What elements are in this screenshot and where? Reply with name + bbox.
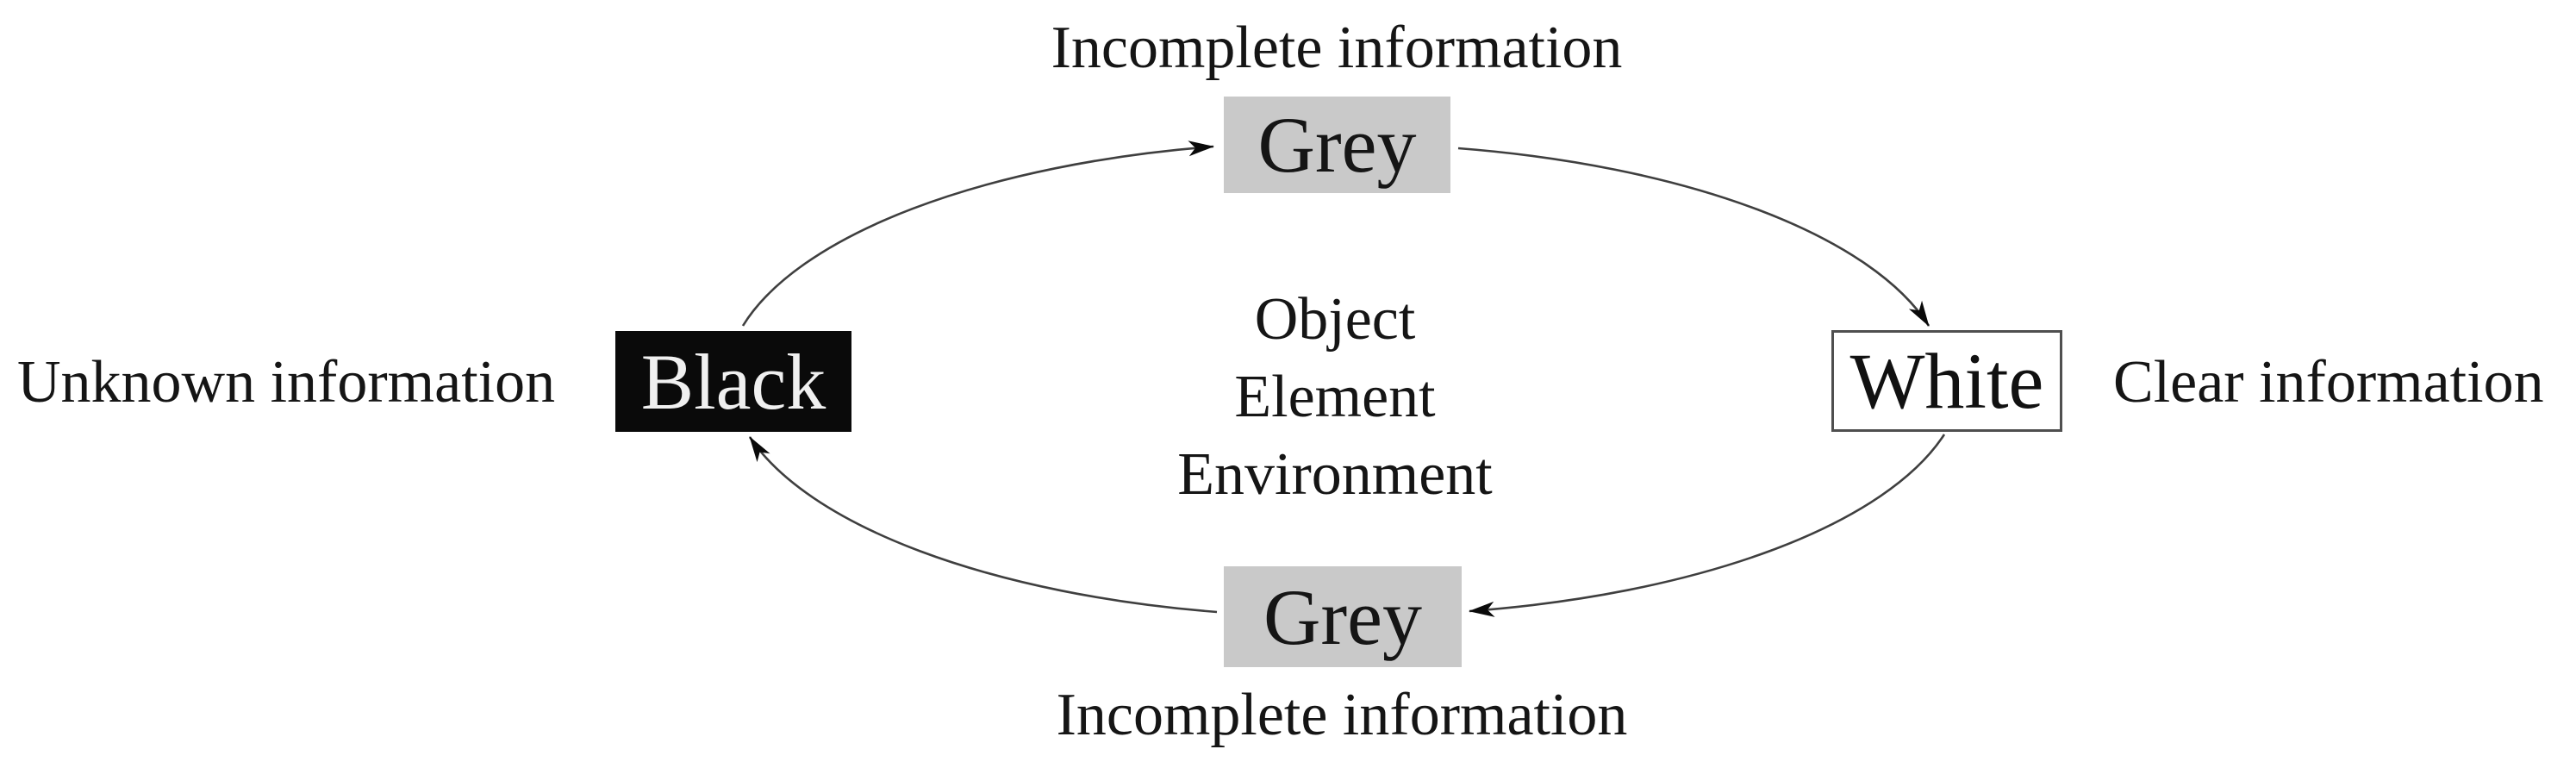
arc-white-to-grey-bottom <box>1469 434 1946 617</box>
node-white: White <box>1831 330 2062 432</box>
annotation-incomplete-information-bottom: Incomplete information <box>1056 682 1628 748</box>
node-grey-bottom: Grey <box>1224 566 1462 667</box>
center-line-environment: Environment <box>1177 441 1493 508</box>
node-black: Black <box>615 331 851 432</box>
annotation-clear-information: Clear information <box>2113 349 2544 415</box>
arc-grey-bottom-to-black <box>748 436 1218 614</box>
node-grey-top: Grey <box>1224 97 1450 193</box>
center-line-object: Object <box>1254 286 1416 353</box>
annotation-incomplete-information-top: Incomplete information <box>1051 15 1623 81</box>
arc-black-to-grey-top <box>741 140 1214 327</box>
center-line-element: Element <box>1234 364 1436 430</box>
center-scope-text: Object Element Environment <box>1177 281 1492 514</box>
arc-grey-top-to-white <box>1457 147 1930 327</box>
annotation-unknown-information: Unknown information <box>17 349 556 415</box>
